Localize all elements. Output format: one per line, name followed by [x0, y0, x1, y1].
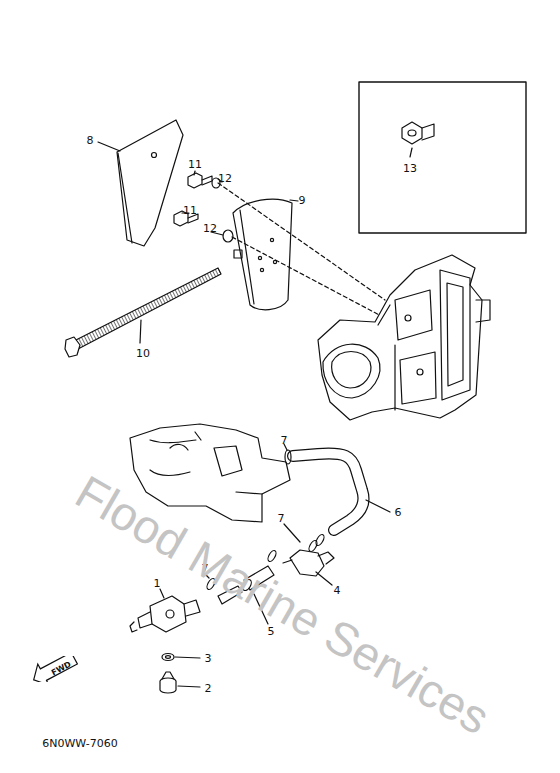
callout-number: 2	[205, 683, 212, 694]
callout-number: 6	[395, 507, 402, 518]
callout-number: 13	[403, 163, 417, 174]
callout-number: 8	[87, 135, 94, 146]
callout-number: 10	[136, 348, 150, 359]
inset-box: 13	[359, 82, 526, 233]
callout-number: 11	[183, 205, 197, 216]
callout-number: 5	[268, 626, 275, 637]
callout-number: 9	[299, 195, 306, 206]
callout-number: 7	[278, 513, 285, 524]
callout-number: 1	[154, 578, 161, 589]
drawing-code: 6N0WW-7060	[42, 738, 118, 749]
callout-number: 3	[205, 653, 212, 664]
callout-number: 11	[188, 159, 202, 170]
callout-number: 7	[281, 435, 288, 446]
watermark: Flood Marine Services	[69, 467, 497, 741]
fwd-arrow: FWD	[30, 656, 78, 682]
callout-number: 4	[334, 585, 341, 596]
callout-number: 12	[203, 223, 217, 234]
callout-number: 12	[218, 173, 232, 184]
